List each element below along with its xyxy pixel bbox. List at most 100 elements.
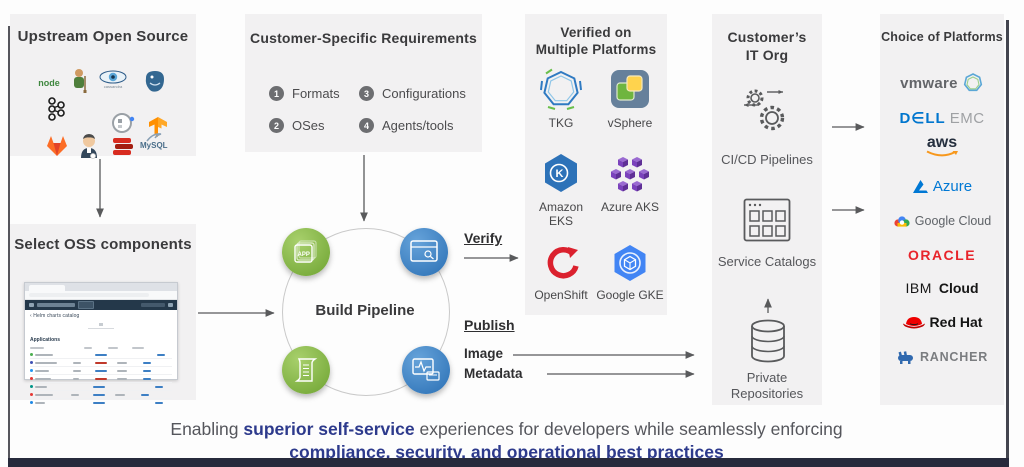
caption-highlight: superior self-service [243, 419, 415, 439]
catalog-section-title: Applications [30, 337, 61, 343]
vmware-logo: vmware [880, 72, 1004, 94]
open-source-circle-logo [110, 110, 136, 136]
oracle-logo: ORACLE [907, 247, 977, 263]
browser-tab [29, 285, 65, 291]
vmware-heptagon-icon [963, 73, 982, 92]
caption-text: Enabling [170, 419, 244, 439]
kafka-icon [48, 97, 65, 121]
tkg-logo [528, 68, 594, 110]
nav-title-text [37, 303, 75, 307]
platform-label: Google GKE [596, 288, 664, 302]
nav-logo [29, 303, 34, 307]
openshift-logo [528, 242, 594, 284]
catalog-content: ‹ Helm charts catalog Applications [25, 310, 177, 409]
amazon-eks-logo: K [528, 152, 594, 194]
catalog-table-header [30, 345, 172, 351]
gardener-icon [74, 69, 87, 93]
pipeline-node-manifest [282, 346, 330, 394]
number-badge: 4 [359, 118, 374, 133]
it-org-item-label: Private Repositories [730, 370, 804, 401]
requirement-item-oses: 2 OSes [269, 118, 325, 133]
nav-account [141, 303, 165, 307]
azure-triangle-icon [912, 180, 928, 193]
publish-label: Publish [464, 317, 515, 333]
platform-label: TKG [548, 116, 574, 130]
panel-choice-of-platforms: Choice of Platforms vmware D∈LL EMC aws [880, 14, 1004, 405]
gardener-logo [68, 68, 90, 94]
requirement-item-agents-tools: 4 Agents/tools [359, 118, 454, 133]
catalog-row [30, 359, 172, 367]
catalog-browser-screenshot: ‹ Helm charts catalog Applications [24, 282, 178, 404]
mysql-logo: MySQL [140, 132, 168, 150]
postgresql-icon [145, 71, 164, 92]
gitlab-icon [47, 136, 67, 156]
browser-chrome [25, 283, 177, 291]
catalog-row [30, 399, 172, 406]
gitlab-logo [44, 134, 70, 158]
azure-logo: Azure [880, 178, 1004, 195]
scroll-document-icon [294, 358, 318, 382]
kafka-logo [44, 96, 68, 122]
browser-urlbar [25, 291, 177, 300]
url-field [29, 293, 149, 297]
google-gke-logo [597, 242, 663, 284]
browser-scan-icon [410, 240, 438, 262]
app-packages-icon: APP [294, 240, 317, 263]
caption-highlight-line2: compliance, security, and operational be… [289, 442, 724, 462]
pipeline-node-verify [400, 228, 448, 276]
jenkins-icon [81, 134, 97, 159]
catalog-row [30, 351, 172, 359]
google-cloud-logo: Google Cloud [880, 214, 1004, 228]
tensorflow-icon [149, 117, 167, 137]
panel-title: Select OSS components [14, 236, 192, 253]
caption-text: experiences for developers while seamles… [414, 419, 843, 439]
requirement-item-configurations: 3 Configurations [359, 86, 466, 101]
openshift-icon [547, 247, 579, 279]
red-hat-fedora-icon [902, 316, 925, 328]
nav-catalog-button [78, 301, 94, 309]
monitor-pulse-icon [412, 358, 440, 381]
panel-upstream-open-source: Upstream Open Source node cassandra [10, 14, 196, 159]
panel-title: Choice of Platforms [881, 30, 1003, 44]
build-pipeline-label: Build Pipeline [315, 302, 415, 319]
metadata-label: Metadata [464, 366, 523, 381]
tensorflow-logo [146, 114, 170, 140]
svg-text:APP: APP [298, 252, 310, 258]
redis-icon [113, 138, 133, 155]
catalog-pager [88, 323, 114, 329]
it-org-item-label: CI/CD Pipelines [721, 152, 813, 167]
circle-c-icon [112, 113, 135, 133]
platform-label: OpenShift [534, 288, 588, 302]
vsphere-icon [611, 70, 649, 108]
catalog-row [30, 383, 172, 391]
number-badge: 1 [269, 86, 284, 101]
database-icon [748, 318, 788, 371]
red-hat-logo: Red Hat [880, 314, 1004, 330]
pipeline-node-monitor [402, 346, 450, 394]
rancher-logo: RANCHER [880, 350, 1004, 364]
cassandra-eye-icon [99, 70, 127, 84]
cicd-gears-icon [739, 84, 795, 145]
svg-text:K: K [556, 168, 564, 180]
panel-title: Customer-Specific Requirements [250, 30, 477, 46]
it-org-item-label: Service Catalogs [717, 254, 817, 269]
catalog-navbar [25, 300, 177, 310]
catalog-row [30, 367, 172, 375]
panel-verified-platforms: Verified on Multiple Platforms TKG vSphe… [525, 14, 667, 315]
azure-aks-logo [597, 154, 663, 194]
panel-title: Verified on Multiple Platforms [535, 25, 657, 57]
platform-label: Amazon EKS [538, 200, 584, 228]
requirement-item-formats: 1 Formats [269, 86, 340, 101]
eks-hexagon-icon: K [545, 154, 577, 192]
aws-logo: aws [880, 135, 1004, 158]
rancher-bull-icon [897, 350, 913, 364]
number-badge: 3 [359, 86, 374, 101]
frame-edge-left [8, 26, 10, 458]
caption: Enabling superior self-service experienc… [0, 418, 1013, 464]
mysql-dolphin-icon [146, 133, 161, 142]
platform-label: Azure AKS [600, 200, 660, 214]
nodejs-logo: node [38, 77, 60, 88]
verify-label: Verify [464, 230, 503, 246]
panel-customer-specific-requirements: Customer-Specific Requirements 1 Formats… [245, 14, 482, 152]
